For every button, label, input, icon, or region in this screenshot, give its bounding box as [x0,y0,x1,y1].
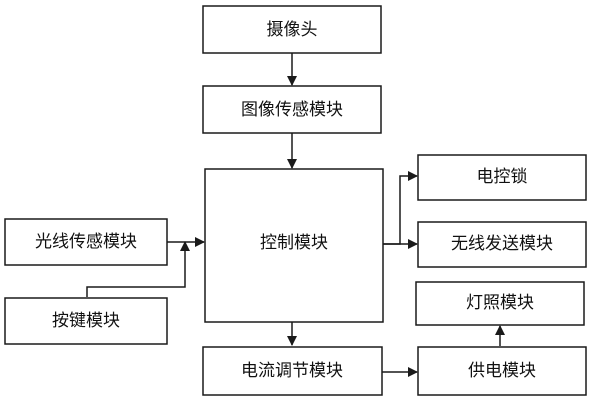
node-electric-lock: 电控锁 [417,154,587,201]
node-control: 控制模块 [204,168,384,323]
node-light-sensor-label: 光线传感模块 [35,232,137,252]
node-wireless-tx: 无线发送模块 [417,221,587,268]
connectors [86,53,505,377]
node-image-sensor-label: 图像传感模块 [241,100,343,120]
node-lighting: 灯照模块 [415,281,585,326]
node-keypad-label: 按键模块 [52,311,120,331]
node-camera: 摄像头 [202,5,382,54]
node-control-label: 控制模块 [260,233,328,253]
node-camera-label: 摄像头 [267,20,318,40]
node-lighting-label: 灯照模块 [466,293,534,313]
arrow-keypad-to-control [86,241,190,297]
node-current-reg-label: 电流调节模块 [241,361,343,381]
node-image-sensor: 图像传感模块 [202,85,382,134]
node-keypad: 按键模块 [4,297,168,345]
arrow-control-to-electric-lock [383,171,418,245]
node-electric-lock-label: 电控锁 [477,167,528,187]
node-light-sensor: 光线传感模块 [4,218,168,266]
node-current-reg: 电流调节模块 [202,346,383,396]
node-wireless-tx-label: 无线发送模块 [451,234,553,254]
node-power-label: 供电模块 [468,361,536,381]
node-power: 供电模块 [417,346,587,396]
